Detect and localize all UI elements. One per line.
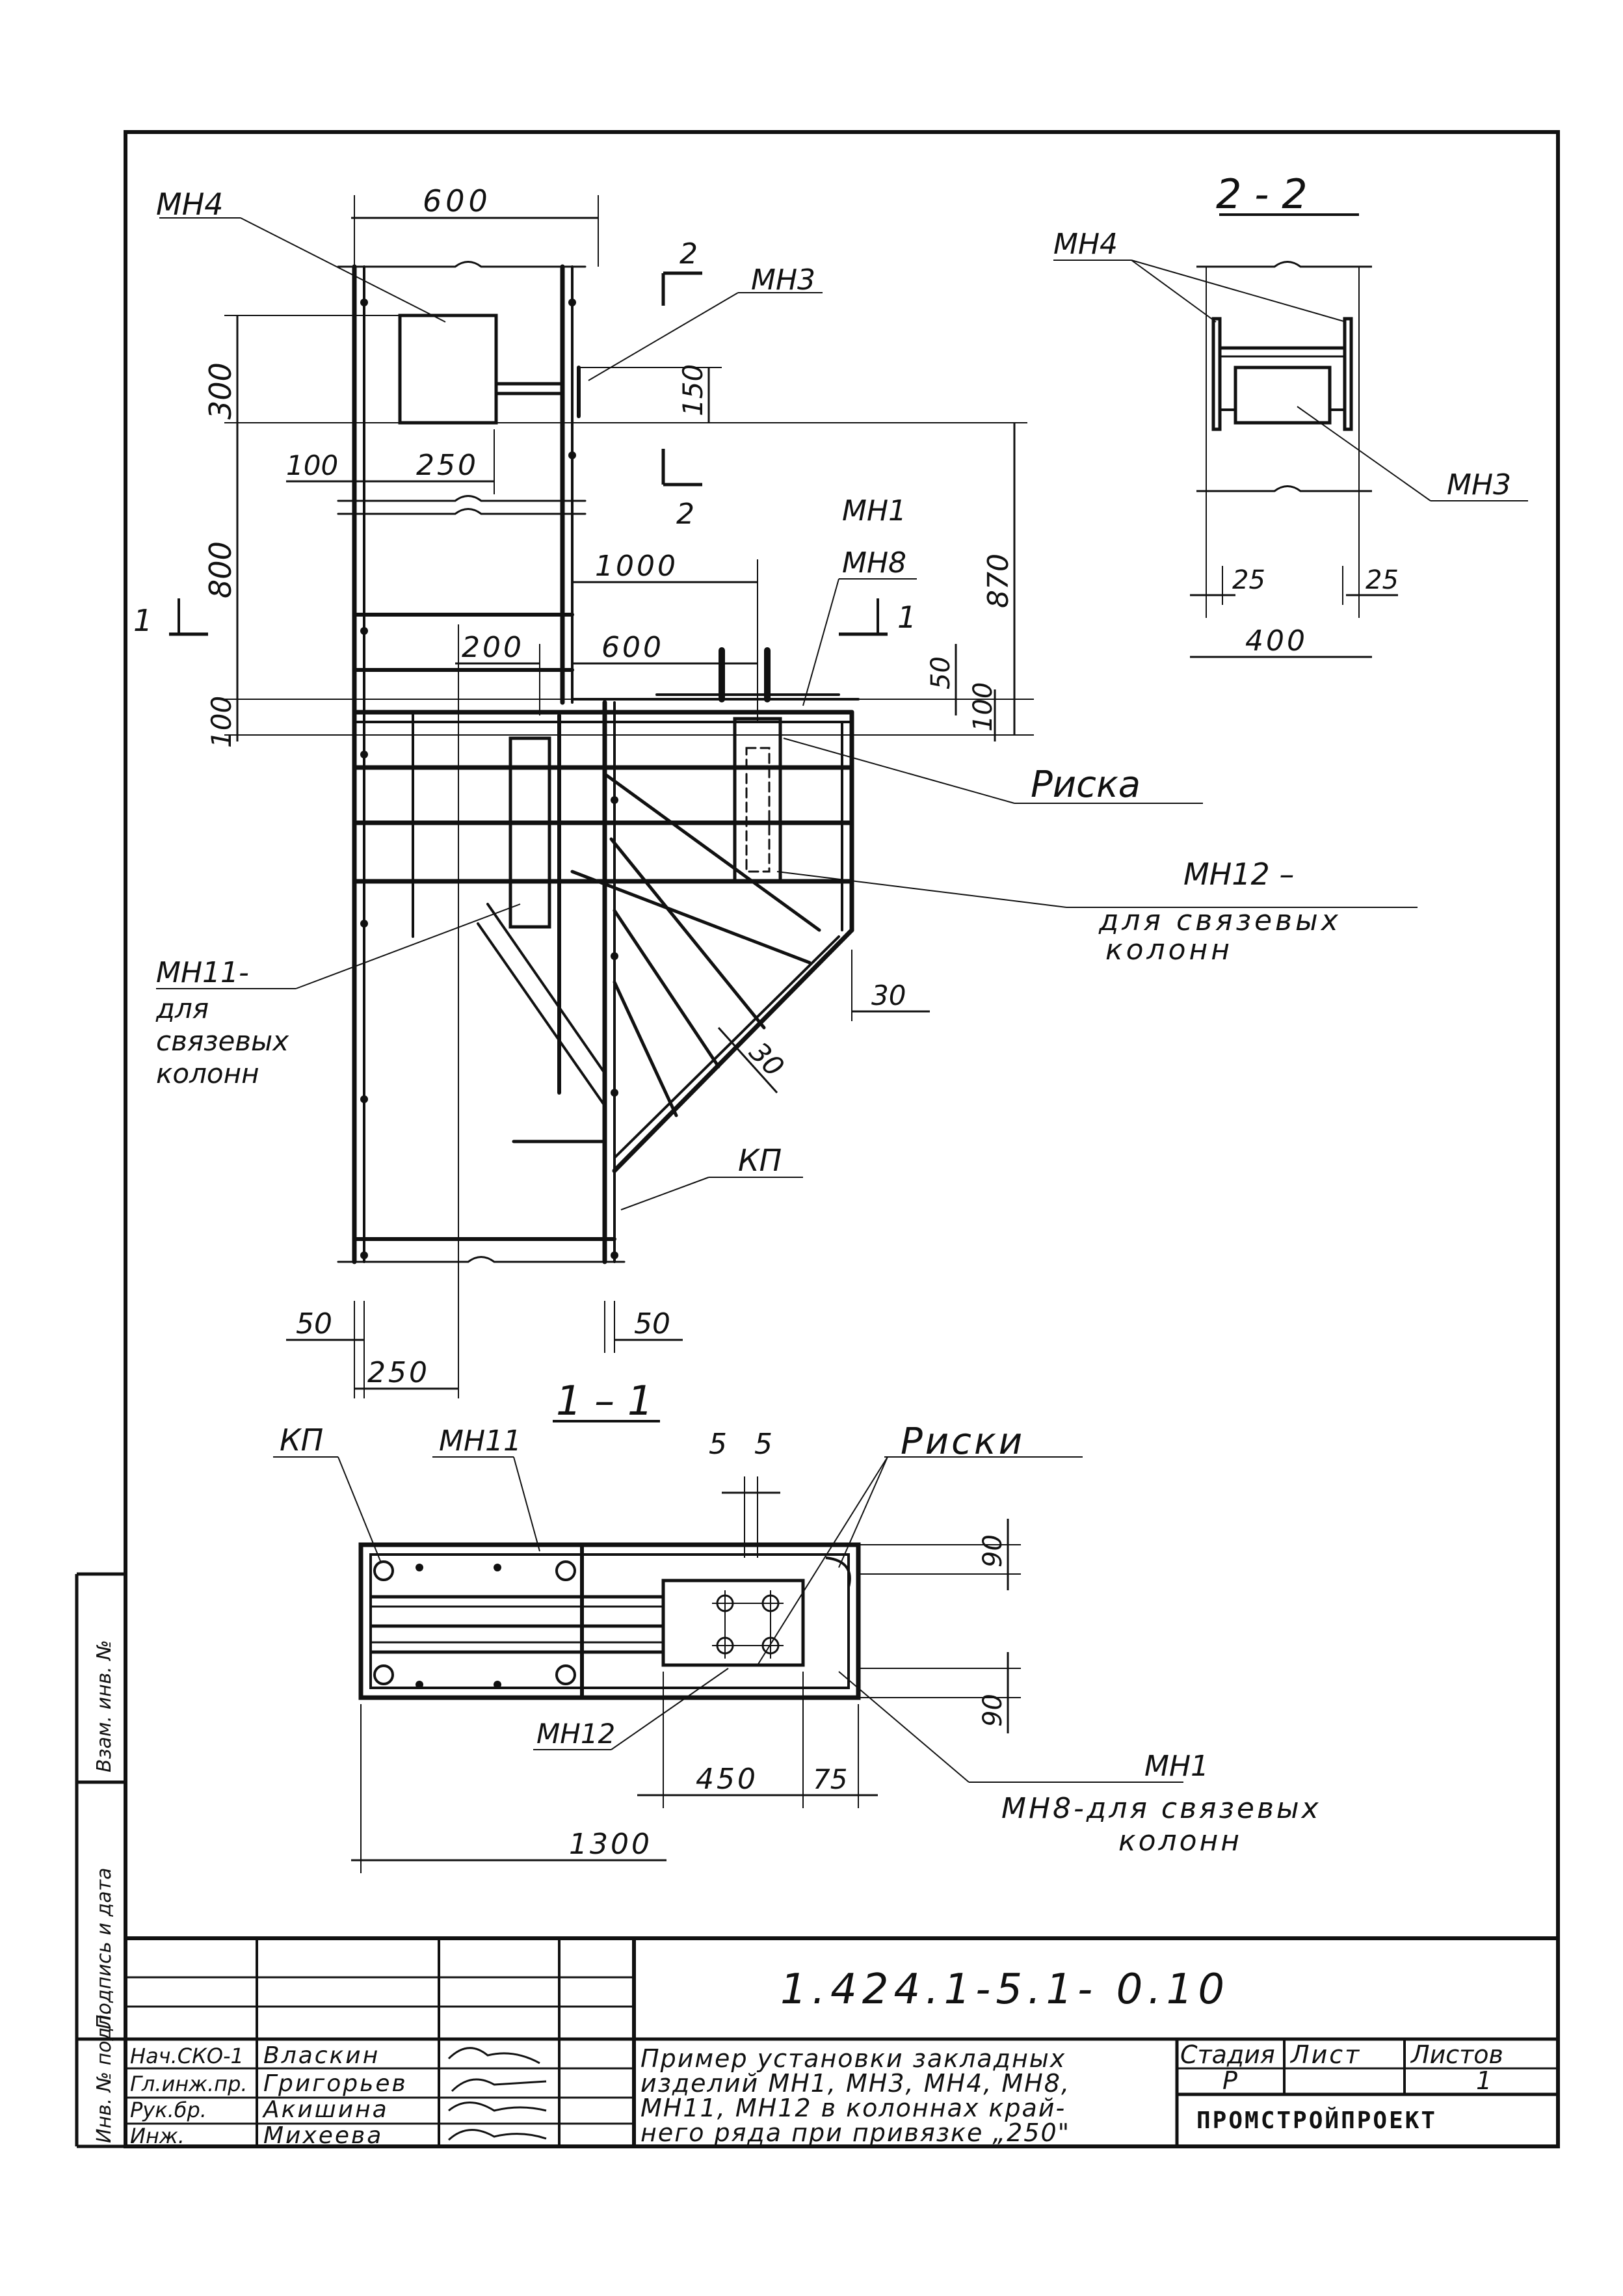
dim-50-bl: 50 bbox=[296, 1307, 332, 1341]
dim-50-right: 50 bbox=[926, 656, 956, 689]
label-section-1-1: 1 – 1 bbox=[556, 1377, 653, 1424]
dim-5-r: 5 bbox=[754, 1428, 772, 1461]
title-line-1: Пример установки закладных bbox=[640, 2044, 1066, 2073]
dim-300: 300 bbox=[203, 362, 238, 420]
sheet-header: Лист bbox=[1289, 2040, 1361, 2069]
signer-role-2: Рук.бр. bbox=[130, 2098, 207, 2122]
dim-250-top: 250 bbox=[416, 449, 479, 482]
dim-870: 870 bbox=[982, 554, 1015, 608]
dim-100-left: 100 bbox=[286, 449, 338, 481]
dim-75: 75 bbox=[813, 1763, 847, 1795]
dim-100-vert: 100 bbox=[205, 696, 237, 748]
signer-name-0: Власкин bbox=[263, 2042, 380, 2069]
label-mn1: МН1 bbox=[842, 494, 906, 527]
signer-name-1: Григорьев bbox=[263, 2070, 408, 2097]
label-mn11-note: МН11- bbox=[156, 956, 249, 989]
label-mn11-note4: колонн bbox=[156, 1058, 259, 1089]
section-2-2 bbox=[1053, 213, 1528, 658]
label-mn12-note: МН12 – bbox=[1183, 857, 1294, 892]
label-mn3-top: МН3 bbox=[751, 263, 815, 297]
stage-header: Стадия bbox=[1180, 2040, 1275, 2069]
dim-25-l: 25 bbox=[1232, 565, 1265, 595]
label-mn3-22: МН3 bbox=[1447, 468, 1511, 501]
dim-200: 200 bbox=[462, 631, 524, 664]
dim-30-b: 30 bbox=[743, 1035, 790, 1082]
dim-25-r: 25 bbox=[1366, 565, 1399, 595]
label-mn12-11: МН12 bbox=[536, 1718, 615, 1750]
sheet-frame bbox=[124, 130, 1560, 2148]
label-cut-2-bottom: 2 bbox=[676, 498, 694, 531]
title-line-3: МН11, МН12 в колоннах край- bbox=[640, 2094, 1066, 2122]
org-name: ПРОМСТРОЙПРОЕКТ bbox=[1196, 2107, 1437, 2134]
dim-800: 800 bbox=[203, 541, 238, 598]
label-mn4-top: МН4 bbox=[156, 187, 224, 222]
label-mn11-11: МН11 bbox=[439, 1424, 521, 1458]
label-mn11-note2: для bbox=[155, 993, 209, 1024]
label-cut-1-right: 1 bbox=[897, 600, 916, 635]
dim-100-right: 100 bbox=[968, 682, 998, 732]
doc-code: 1.424.1-5.1- 0.10 bbox=[780, 1966, 1230, 2014]
label-section-2-2: 2 - 2 bbox=[1216, 170, 1308, 218]
dim-90-bot: 90 bbox=[978, 1694, 1008, 1727]
dim-250-bottom: 250 bbox=[367, 1356, 430, 1389]
text-labels: МН4 МН3 МН1 МН8 Риска МН12 – для связевы… bbox=[133, 170, 1511, 1858]
sheets-header: Листов bbox=[1410, 2040, 1503, 2069]
side-stamp-col1: Взам. инв. № bbox=[93, 1640, 116, 1772]
section-1-1 bbox=[273, 1420, 1183, 1873]
title-block bbox=[125, 1936, 1558, 2146]
stage-value: Р bbox=[1222, 2066, 1237, 2095]
dim-5-l: 5 bbox=[709, 1428, 727, 1461]
label-cut-1-left: 1 bbox=[133, 603, 152, 638]
dim-600-mid: 600 bbox=[601, 631, 664, 664]
label-mn4-22: МН4 bbox=[1053, 228, 1118, 261]
label-cut-2-top: 2 bbox=[680, 237, 698, 271]
signer-role-0: Нач.СКО-1 bbox=[130, 2044, 244, 2068]
dim-1000: 1000 bbox=[595, 550, 678, 583]
main-elevation bbox=[337, 261, 860, 1264]
side-stamp-col2: Подпись и дата bbox=[93, 1868, 116, 2030]
title-block-texts: 1.424.1-5.1- 0.10 Пример установки закла… bbox=[130, 1966, 1503, 2149]
title-line-2: изделий МН1, МН3, МН4, МН8, bbox=[640, 2069, 1070, 2098]
sheets-value: 1 bbox=[1476, 2066, 1492, 2095]
label-mn8: МН8 bbox=[842, 546, 906, 580]
signer-name-2: Акишина bbox=[262, 2096, 389, 2123]
label-kp-main: КП bbox=[738, 1143, 782, 1178]
dim-50-br: 50 bbox=[634, 1307, 670, 1341]
dim-30-a: 30 bbox=[871, 980, 906, 1011]
dim-150: 150 bbox=[677, 364, 709, 416]
side-stamp-col3: Инв. № подл. bbox=[93, 2009, 116, 2143]
label-mn8-11: МН8-для связевых bbox=[1001, 1792, 1321, 1825]
title-line-4: него ряда при привязке „250" bbox=[640, 2118, 1070, 2147]
dim-90-top: 90 bbox=[978, 1534, 1008, 1568]
label-mn11-note3: связевых bbox=[156, 1025, 289, 1057]
signer-role-1: Гл.инж.пр. bbox=[130, 2072, 248, 2096]
label-mn8-11b: колонн bbox=[1118, 1824, 1242, 1858]
main-dimensions bbox=[169, 195, 1034, 1398]
dim-400: 400 bbox=[1245, 624, 1308, 658]
dimension-texts: 600 300 150 100 250 800 870 1000 200 600… bbox=[203, 183, 1399, 1861]
signer-role-3: Инж. bbox=[130, 2124, 185, 2148]
signer-name-3: Михеева bbox=[263, 2122, 383, 2149]
leader-lines bbox=[156, 217, 1418, 1210]
label-riski: Риски bbox=[901, 1421, 1025, 1463]
dim-1300: 1300 bbox=[569, 1828, 652, 1861]
label-kp-11: КП bbox=[280, 1422, 323, 1458]
label-mn12-note3: колонн bbox=[1105, 933, 1233, 967]
dim-450: 450 bbox=[696, 1763, 758, 1796]
side-stamp: Взам. инв. № Подпись и дата Инв. № подл. bbox=[75, 1572, 125, 2148]
dim-600-top: 600 bbox=[423, 183, 492, 219]
label-mn1-11: МН1 bbox=[1144, 1750, 1209, 1783]
label-mn12-note2: для связевых bbox=[1098, 904, 1341, 937]
label-riska: Риска bbox=[1031, 764, 1141, 806]
